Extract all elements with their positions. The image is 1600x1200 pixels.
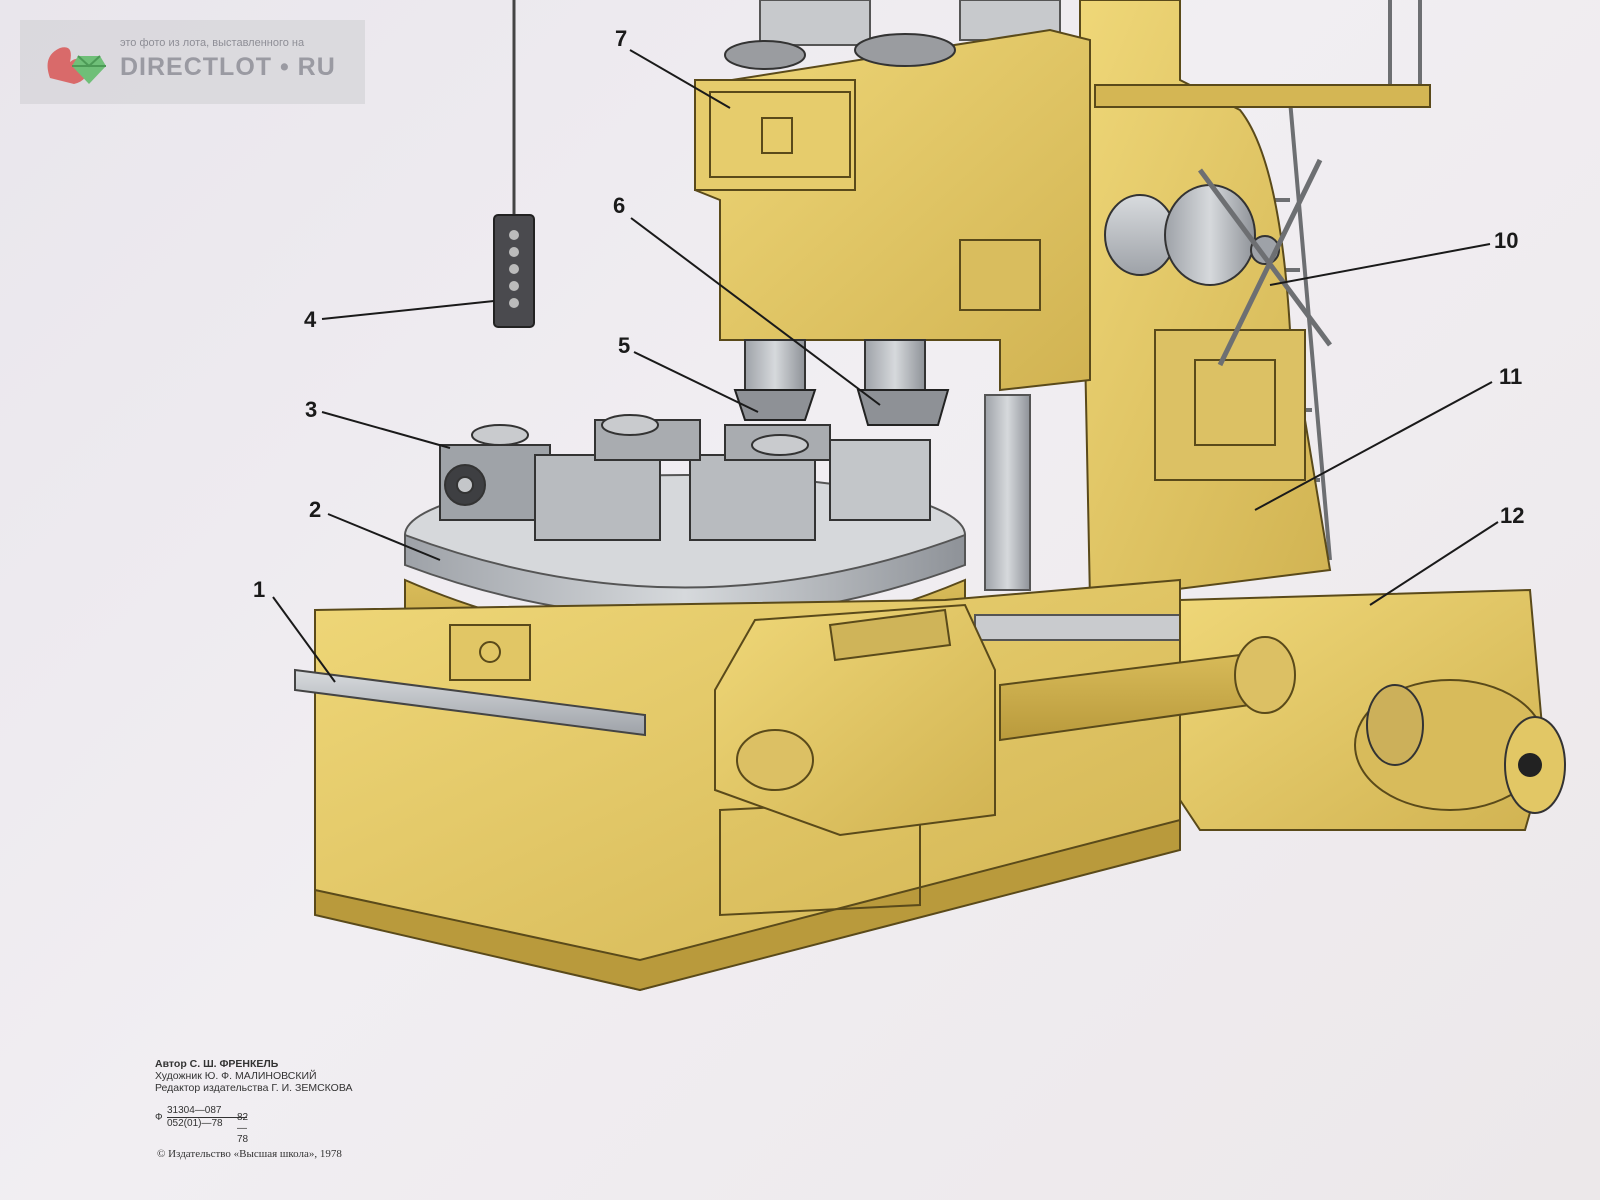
- leader-4: [321, 300, 495, 320]
- callout-number-5: 5: [618, 333, 631, 358]
- watermark-note: это фото из лота, выставленного на: [120, 37, 305, 49]
- workpiece-fixtures: [439, 414, 931, 541]
- catalog-suffix: 82—78: [237, 1112, 249, 1145]
- spindle-head: [693, 28, 1091, 392]
- column: [759, 0, 1431, 602]
- catalog-denominator: 052(01)—78: [167, 1118, 223, 1129]
- leader-7: [629, 49, 731, 109]
- squirrel-diamond-logo-icon: [47, 47, 106, 84]
- leader-11: [1254, 381, 1493, 511]
- credit-editor: Редактор издательства Г. И. ЗЕМСКОВА: [155, 1082, 353, 1094]
- credits-block: Автор С. Ш. ФРЕНКЕЛЬ Художник Ю. Ф. МАЛИ…: [155, 1058, 352, 1094]
- callout-number-10: 10: [1494, 228, 1519, 253]
- leader-3: [321, 411, 451, 449]
- handwheel: [1104, 158, 1333, 367]
- leader-5: [633, 351, 759, 413]
- callout-number-12: 12: [1500, 503, 1525, 528]
- pendant-control: [493, 0, 535, 328]
- leader-12: [1369, 521, 1499, 606]
- callout-number-11: 11: [1499, 364, 1523, 389]
- drive-gearbox: [999, 588, 1566, 831]
- watermark-brand: DIRECTLOT • RU: [120, 53, 336, 81]
- leader-10: [1269, 243, 1491, 286]
- callout-number-2: 2: [309, 497, 322, 522]
- credit-artist: Художник Ю. Ф. МАЛИНОВСКИЙ: [155, 1070, 317, 1082]
- leader-2: [327, 513, 441, 561]
- copyright-line: © Издательство «Высшая школа», 1978: [157, 1148, 342, 1160]
- leader-1: [272, 596, 336, 683]
- callout-number-6: 6: [613, 193, 626, 218]
- credit-author: Автор С. Ш. ФРЕНКЕЛЬ: [155, 1058, 279, 1070]
- leader-6: [630, 217, 881, 406]
- carriage: [714, 603, 996, 837]
- spindle-cutters: [733, 339, 950, 426]
- callout-number-3: 3: [305, 397, 318, 422]
- callout-number-1: 1: [253, 577, 266, 602]
- watermark-banner: это фото из лота, выставленного на DIREC…: [20, 20, 365, 104]
- catalog-numerator: 31304—087: [167, 1105, 247, 1118]
- catalog-prefix: Ф: [155, 1112, 163, 1123]
- callout-number-4: 4: [304, 307, 317, 332]
- callout-number-7: 7: [615, 26, 628, 51]
